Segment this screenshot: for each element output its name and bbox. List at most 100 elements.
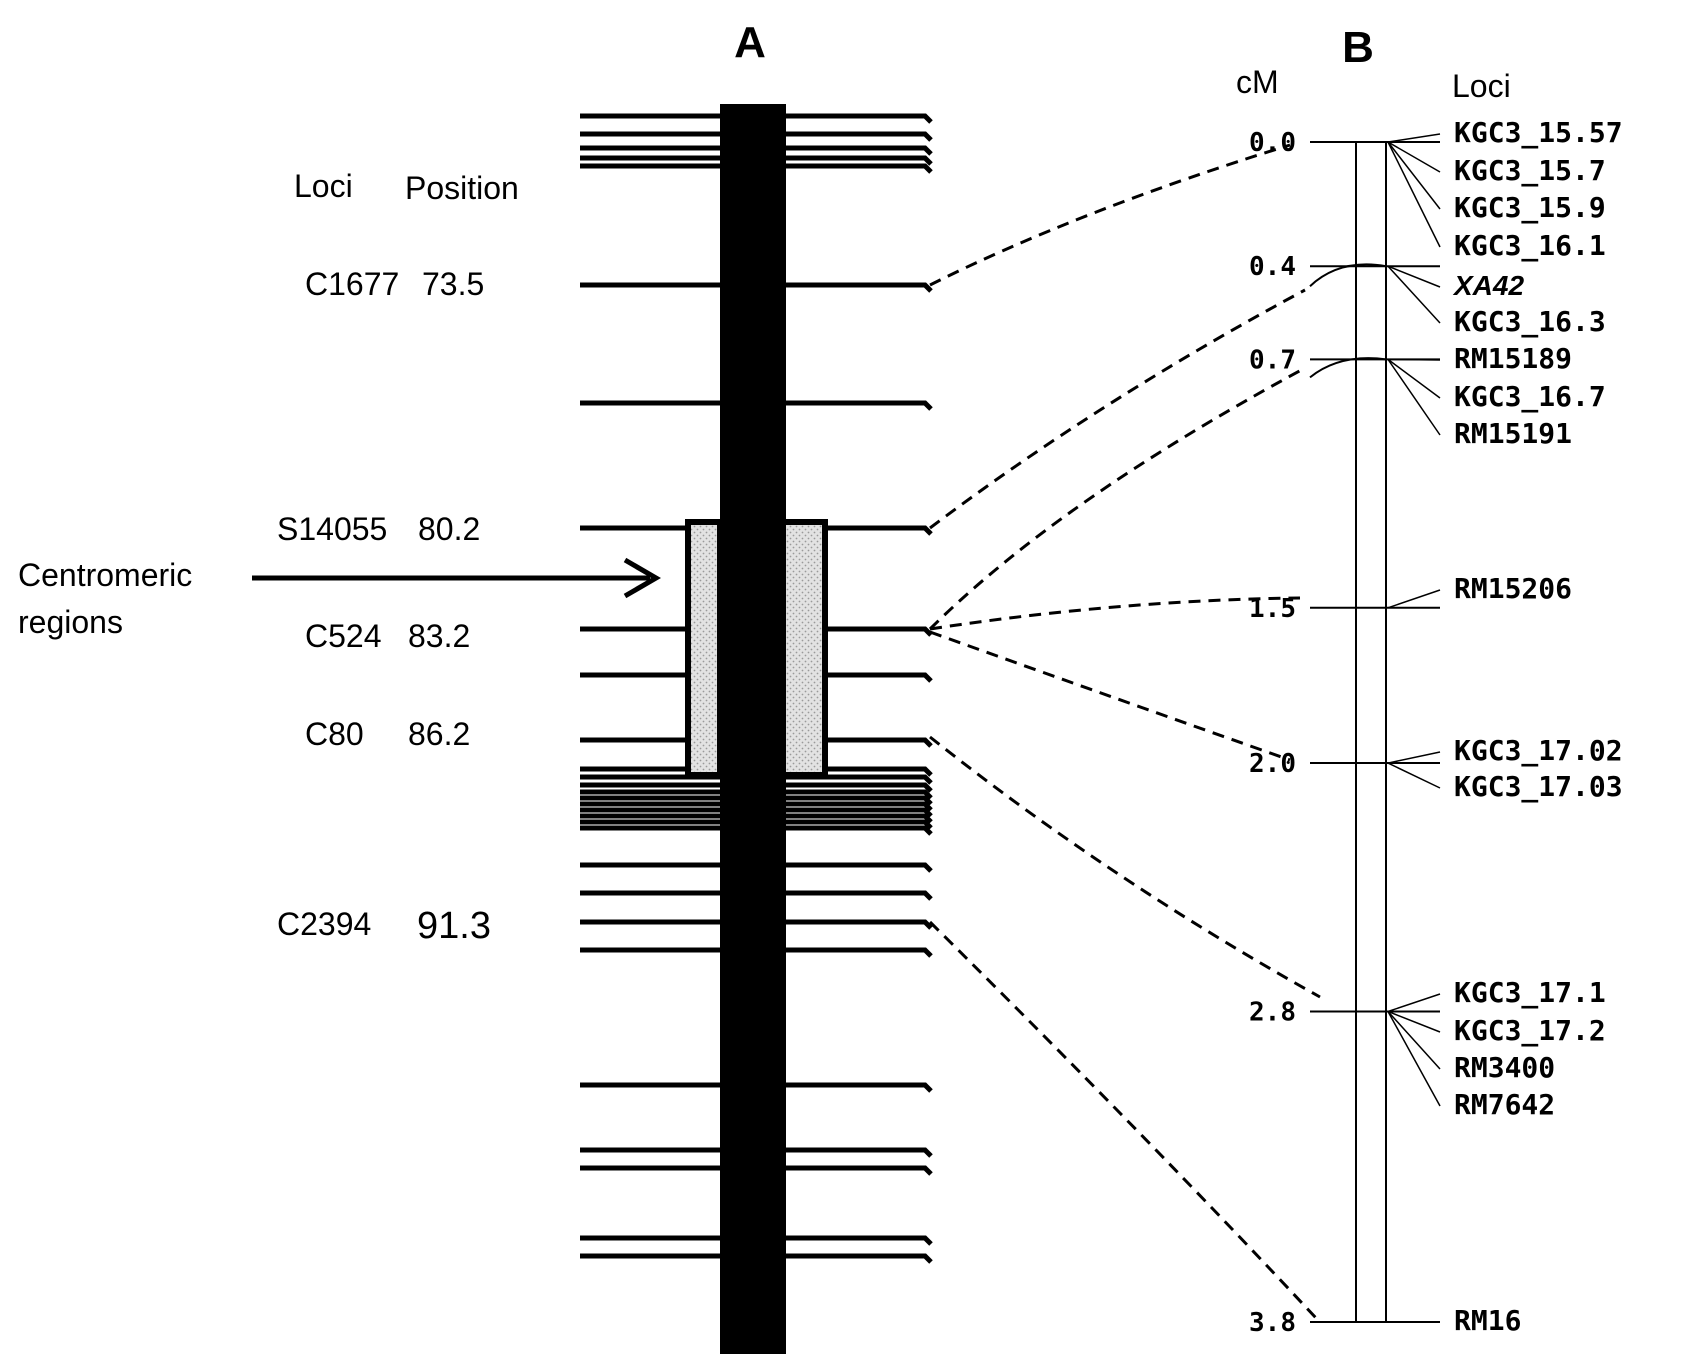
- marker-band: [580, 1147, 933, 1158]
- chromosome-bar: [720, 104, 786, 1354]
- marker-leader-line: [1387, 1010, 1441, 1070]
- marker-band: [580, 795, 933, 806]
- marker-label: KGC3_16.1: [1454, 229, 1606, 262]
- panel-b-loci-header: Loci: [1452, 68, 1511, 104]
- marker-label: KGC3_15.7: [1454, 154, 1606, 187]
- marker-label: KGC3_17.02: [1454, 734, 1623, 767]
- locus-label-s14055: S14055: [277, 511, 387, 547]
- marker-label: KGC3_17.2: [1454, 1014, 1606, 1047]
- cm-tick-label: 1.5: [1249, 594, 1296, 624]
- marker-band: [580, 862, 933, 873]
- locus-position-c524: 83.2: [408, 618, 470, 654]
- marker-label: XA42: [1452, 270, 1524, 301]
- marker-label: KGC3_16.7: [1454, 380, 1606, 413]
- connector-c524-to-1-5: [929, 596, 1301, 631]
- marker-leader-line: [1387, 265, 1441, 324]
- marker-label: RM3400: [1454, 1051, 1555, 1084]
- marker-leader-line: [1387, 141, 1441, 173]
- marker-label: RM16: [1454, 1304, 1521, 1337]
- centromeric-annotation-line1: Centromeric: [18, 557, 192, 593]
- panel-a-loci-header: Loci: [294, 168, 353, 204]
- cm-tick-label: 2.8: [1249, 997, 1296, 1027]
- marker-label: RM7642: [1454, 1088, 1555, 1121]
- marker-label: RM15191: [1454, 417, 1572, 450]
- marker-band: [580, 919, 933, 930]
- marker-label: RM15206: [1454, 572, 1572, 605]
- locus-position-c1677: 73.5: [422, 266, 484, 302]
- marker-band: [580, 819, 933, 830]
- marker-leader-line: [1387, 358, 1441, 361]
- centromeric-annotation-line2: regions: [18, 604, 123, 640]
- marker-label: KGC3_16.3: [1454, 305, 1606, 338]
- locus-position-s14055: 80.2: [418, 511, 480, 547]
- locus-label-c524: C524: [305, 618, 382, 654]
- marker-leader-line: [1387, 358, 1441, 436]
- marker-band: [580, 1253, 933, 1264]
- marker-label: KGC3_17.03: [1454, 770, 1623, 803]
- connector-s14055-to-0-4: [929, 288, 1306, 530]
- marker-leader-line: [1387, 1011, 1441, 1107]
- locus-position-c2394: 91.3: [417, 905, 491, 947]
- marker-band: [580, 163, 933, 174]
- marker-leader-line: [1387, 993, 1441, 1013]
- marker-band: [580, 825, 933, 836]
- marker-band: [580, 789, 933, 800]
- panel-a-physical-chromosome: A Loci Position C1677 73.5 S14055 80.2 C…: [18, 18, 933, 1354]
- centromeric-region-box-left: [685, 519, 723, 778]
- marker-band: [580, 1235, 933, 1246]
- connector-c2394-to-3-8: [928, 920, 1318, 1320]
- cm-ticks: 0.0 0.4 0.7 1.5 2.0 2.8 3.8: [1249, 128, 1440, 1338]
- panel-b-linkage-map: B cM Loci 0.0 0.4 0.7 1.5 2.0 2.8 3.8 KGC3_15.…: [1236, 23, 1623, 1338]
- connector-c80-to-2-8: [929, 735, 1321, 999]
- centromeric-region-box-right: [779, 519, 828, 778]
- panel-a-position-header: Position: [405, 170, 519, 206]
- panel-a-label: A: [734, 18, 766, 67]
- marker-leader-line: [1387, 1010, 1441, 1033]
- locus-position-c80: 86.2: [408, 716, 470, 752]
- cm-tick-label: 0.0: [1249, 128, 1296, 158]
- locus-label-c80: C80: [305, 716, 364, 752]
- marker-leader-line: [1387, 762, 1441, 789]
- connector-c1677-to-0-0: [929, 143, 1291, 287]
- correspondence-lines: [928, 143, 1321, 1320]
- panel-b-cm-header: cM: [1236, 64, 1279, 100]
- marker-band: [580, 282, 933, 293]
- marker-leader-line: [1387, 751, 1441, 764]
- cm-tick-label: 3.8: [1249, 1308, 1296, 1338]
- tick-hook-0-4: [1309, 263, 1387, 287]
- marker-leader-line: [1387, 133, 1441, 143]
- marker-band: [580, 801, 933, 812]
- marker-leader-line: [1387, 589, 1441, 609]
- marker-band: [580, 1082, 933, 1093]
- connector-c524-to-0-7: [928, 366, 1306, 631]
- marker-band: [580, 947, 933, 958]
- panel-b-label: B: [1342, 23, 1374, 72]
- cm-tick-label: 2.0: [1249, 749, 1296, 779]
- marker-leader-line: [1387, 141, 1441, 210]
- marker-leader-line: [1387, 358, 1441, 399]
- tick-hook-0-7: [1309, 357, 1387, 379]
- centromeric-arrow: [252, 557, 661, 599]
- marker-band: [580, 890, 933, 901]
- marker-band: [580, 807, 933, 818]
- marker-band: [580, 155, 933, 166]
- marker-label: KGC3_15.9: [1454, 191, 1606, 224]
- marker-band: [580, 400, 933, 411]
- marker-leader-line: [1387, 265, 1441, 288]
- marker-band: [580, 782, 933, 793]
- marker-band: [580, 813, 933, 824]
- cm-tick-label: 0.7: [1249, 345, 1296, 375]
- connector-c524-to-2-0: [929, 630, 1291, 762]
- marker-leader-line: [1387, 141, 1441, 248]
- marker-labels: KGC3_15.57KGC3_15.7KGC3_15.9KGC3_16.1XA4…: [1387, 116, 1623, 1337]
- cm-tick-label: 0.4: [1249, 252, 1296, 282]
- locus-label-c2394: C2394: [277, 906, 371, 942]
- marker-label: KGC3_15.57: [1454, 116, 1623, 149]
- marker-label: RM15189: [1454, 342, 1572, 375]
- marker-band: [580, 131, 933, 142]
- marker-band: [580, 1165, 933, 1176]
- marker-band: [580, 113, 933, 124]
- locus-label-c1677: C1677: [305, 266, 399, 302]
- marker-label: KGC3_17.1: [1454, 976, 1606, 1009]
